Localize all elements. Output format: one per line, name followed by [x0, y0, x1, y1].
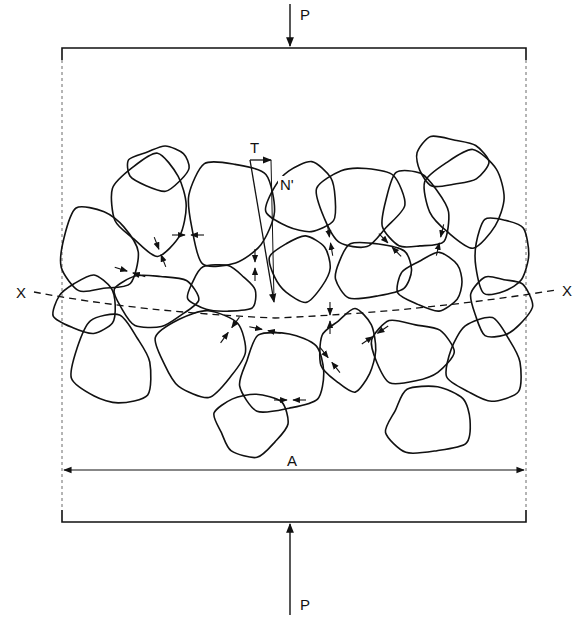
soil-grain [424, 149, 504, 248]
soil-grain [446, 317, 521, 401]
contact-force-pair [221, 317, 240, 343]
failure-plane [34, 290, 556, 318]
soil-grain [397, 252, 462, 311]
top-plate [62, 48, 526, 60]
contact-force-pair [379, 234, 401, 257]
contact-force-pair [254, 249, 255, 281]
contact-force-pair [249, 327, 280, 333]
soil-grain [335, 243, 411, 299]
plane-label: X [560, 282, 574, 299]
load-arrow [289, 4, 290, 46]
soil-grains [53, 136, 533, 458]
soil-grain [385, 386, 470, 453]
contact-force-pair [274, 400, 306, 401]
soil-grain [114, 275, 199, 327]
contact-force-pair [362, 326, 388, 344]
soil-grain [187, 265, 255, 312]
contact-force-pair [329, 302, 330, 334]
soil-grain [188, 162, 274, 267]
soil-grain [111, 153, 186, 256]
soil-grain [382, 171, 449, 247]
boundary-line [62, 60, 63, 510]
normal-force-label: N' [278, 176, 296, 193]
normal-force-arrow [250, 160, 274, 302]
contact-force-pair [320, 347, 340, 372]
soil-grain [127, 146, 189, 191]
contact-forces [115, 224, 444, 400]
soil-grain [269, 236, 330, 303]
dimension-line [64, 469, 524, 470]
boundary-line [526, 60, 527, 510]
contact-force-pair [154, 237, 166, 267]
force-component-line [271, 160, 274, 300]
load-arrow [289, 524, 290, 615]
contact-force-pair [436, 224, 443, 255]
shear-force-label: T [248, 139, 261, 156]
soil-grain [320, 309, 376, 393]
soil-grain [371, 320, 454, 384]
soil-grain [155, 311, 246, 398]
soil-grain [53, 275, 115, 334]
soil-grain [239, 333, 323, 413]
width-label: A [285, 452, 299, 469]
load-label: P [298, 6, 312, 23]
soil-grain [417, 136, 489, 187]
soil-grain [71, 314, 151, 403]
soil-grain [214, 394, 288, 457]
shear-force-arrow [250, 159, 271, 160]
contact-force-pair [115, 267, 146, 276]
contact-force-pair [327, 224, 332, 256]
contact-force-pair [172, 235, 204, 236]
load-label: P [298, 596, 312, 613]
plane-label: X [14, 284, 28, 301]
bottom-plate [62, 510, 526, 522]
